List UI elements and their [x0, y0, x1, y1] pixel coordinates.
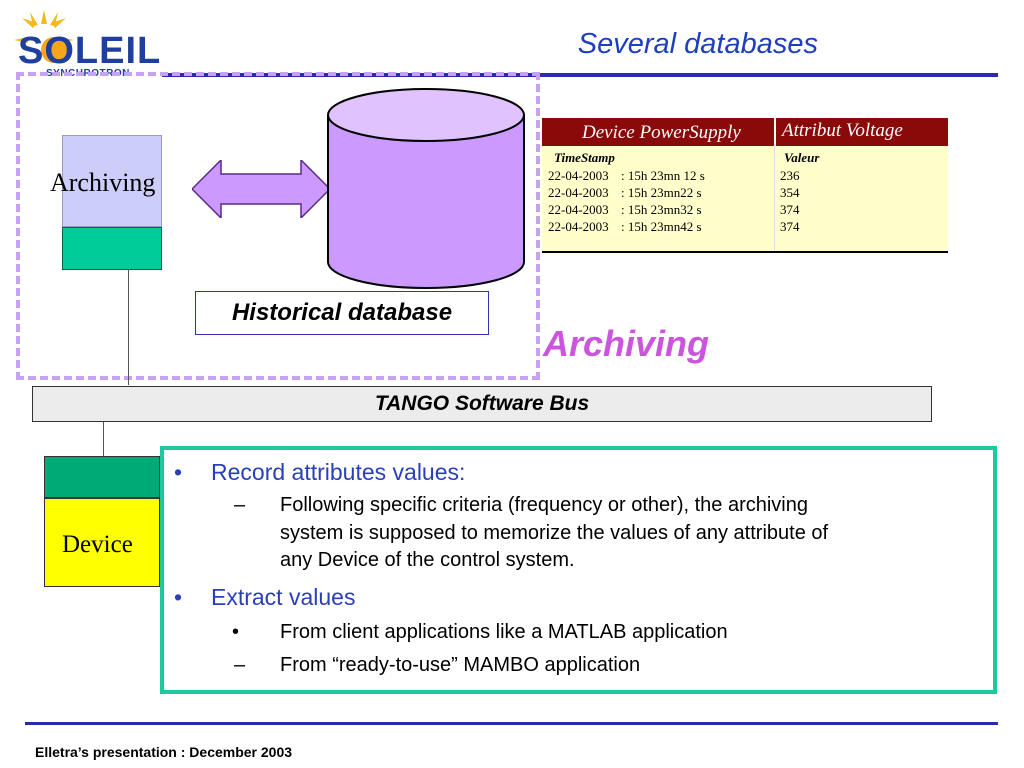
header-device: Device PowerSupply	[582, 122, 741, 143]
criteria-line-2: system is supposed to memorize the value…	[280, 522, 829, 544]
dash-mark: –	[234, 654, 246, 676]
archiving-component-label: Archiving	[50, 168, 156, 197]
column-value: Valeur	[784, 150, 820, 165]
footer-rule	[25, 722, 998, 725]
column-timestamp: TimeStamp	[554, 150, 615, 165]
row-3-value: 374	[780, 202, 800, 217]
row-4-date: 22-04-2003	[548, 219, 609, 234]
soleil-logo: SOLEIL SYNCHROTRON	[14, 10, 160, 80]
row-2-value: 354	[780, 185, 800, 200]
archiving-component-base	[62, 227, 162, 270]
dash-mark: –	[234, 494, 246, 516]
bullet-record-attributes: Record attributes values:	[211, 459, 466, 485]
slide-title: Several databases	[577, 28, 818, 60]
logo-wordmark: SOLEIL	[18, 30, 162, 72]
criteria-line-3: any Device of the control system.	[280, 549, 575, 571]
bullet-mark: •	[174, 459, 183, 485]
device-label: Device	[62, 531, 133, 558]
title-rule	[162, 73, 998, 77]
sun-icon	[14, 10, 74, 63]
device-top-block	[44, 456, 160, 498]
row-2-date: 22-04-2003	[548, 185, 609, 200]
row-4-time: : 15h 23mn42 s	[621, 219, 702, 234]
device-connector-line	[103, 422, 104, 456]
row-1-time: : 15h 23mn 12 s	[621, 168, 705, 183]
row-1-date: 22-04-2003	[548, 168, 609, 183]
double-arrow-shape	[192, 160, 330, 218]
archiving-heading: Archiving	[543, 323, 710, 364]
cylinder-top	[327, 88, 525, 142]
header-attribute: Attribut Voltage	[782, 120, 903, 141]
row-3-time: : 15h 23mn32 s	[621, 202, 702, 217]
double-arrow-icon	[192, 160, 330, 218]
row-3-date: 22-04-2003	[548, 202, 609, 217]
archiving-zone	[16, 72, 540, 380]
table-column-separator	[774, 146, 775, 253]
row-4-value: 374	[780, 219, 800, 234]
archiving-component	[62, 135, 162, 227]
cylinder-body	[327, 115, 525, 289]
row-2-time: : 15h 23mn22 s	[621, 185, 702, 200]
device-block	[44, 498, 160, 587]
table-bottom-rule	[542, 251, 948, 253]
bullet-extract-values: Extract values	[211, 584, 356, 610]
bullet-mark-small: •	[232, 621, 240, 643]
bullet-mark: •	[174, 584, 183, 610]
extract-mambo: From “ready-to-use” MAMBO application	[280, 654, 641, 676]
historical-database-box: Historical database	[195, 291, 489, 335]
extract-matlab: From client applications like a MATLAB a…	[280, 621, 728, 643]
archiving-connector-line	[128, 270, 129, 385]
description-textbox: • Record attributes values: – Following …	[160, 446, 997, 694]
archive-table: Device PowerSupply Attribut Voltage Time…	[542, 118, 948, 253]
database-cylinder-icon	[327, 88, 525, 289]
archive-table-header: Device PowerSupply Attribut Voltage	[542, 118, 948, 146]
criteria-line-1: Following specific criteria (frequency o…	[280, 494, 808, 516]
header-separator	[774, 118, 776, 146]
row-1-value: 236	[780, 168, 800, 183]
footer-text: Elletra’s presentation : December 2003	[35, 744, 293, 760]
tango-bus-label: TANGO Software Bus	[374, 392, 590, 415]
tango-software-bus: TANGO Software Bus	[32, 386, 932, 422]
historical-database-label: Historical database	[231, 299, 453, 326]
